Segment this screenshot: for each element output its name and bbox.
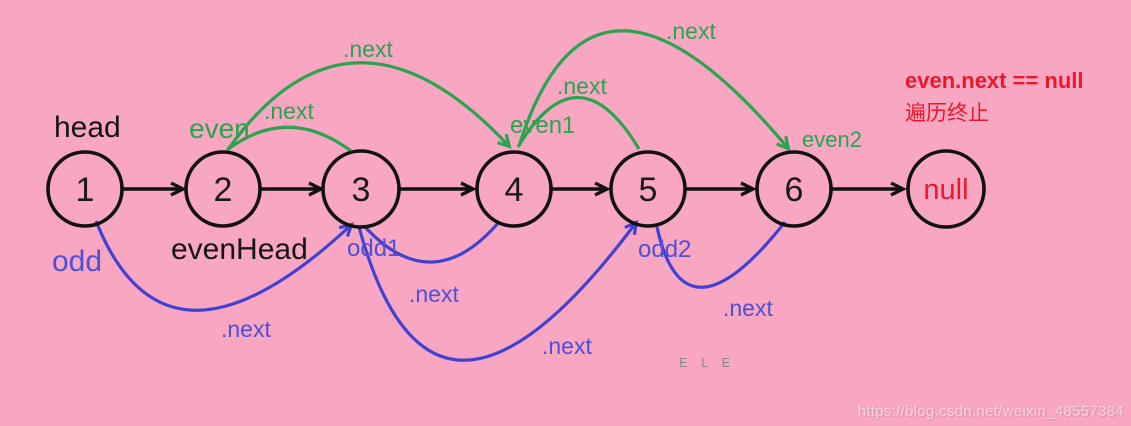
next-label-even-4-6: .next bbox=[666, 18, 716, 44]
odd-arc-3-4 bbox=[364, 220, 501, 264]
node-value-1: 1 bbox=[76, 171, 95, 209]
next-label-even-4-5: .next bbox=[557, 73, 607, 99]
node-value-5: 5 bbox=[639, 171, 658, 209]
odd-arc-3-5 bbox=[357, 219, 639, 362]
termination-note-text: 遍历终止 bbox=[905, 102, 989, 125]
node-circle-3 bbox=[321, 149, 401, 229]
next-label-even-2-4: .next bbox=[343, 36, 393, 62]
node-value-4: 4 bbox=[505, 171, 524, 209]
termination-condition-text: even.next == null bbox=[905, 68, 1084, 93]
even-arc-4-6 bbox=[517, 29, 791, 152]
ele-logo-text: E L E bbox=[679, 355, 736, 370]
node-circle-5 bbox=[609, 150, 687, 228]
node-value-2: 2 bbox=[214, 171, 233, 209]
odd-pointer-label: odd bbox=[52, 245, 103, 278]
node-circle-6 bbox=[755, 150, 833, 228]
node-value-3: 3 bbox=[352, 171, 371, 209]
even1-pointer-label: even1 bbox=[510, 112, 576, 139]
odd2-pointer-label: odd2 bbox=[638, 236, 692, 263]
even-pointer-label: even bbox=[189, 113, 250, 144]
list-nodes bbox=[46, 149, 986, 229]
odd1-pointer-label: odd1 bbox=[347, 235, 401, 262]
even-next-arcs bbox=[226, 29, 791, 153]
next-label-odd-3-5: .next bbox=[542, 333, 592, 359]
even2-pointer-label: even2 bbox=[802, 127, 862, 152]
even-arc-2-4 bbox=[227, 61, 512, 149]
csdn-watermark: https://blog.csdn.net/weixin_48557384 bbox=[857, 403, 1124, 420]
head-pointer-label: head bbox=[54, 111, 121, 144]
even-arc-4-5 bbox=[516, 96, 641, 150]
next-label-even-2-3: .next bbox=[264, 98, 314, 124]
next-label-odd-3-4: .next bbox=[409, 281, 459, 307]
node-value-null: null bbox=[923, 174, 968, 206]
node-value-6: 6 bbox=[785, 171, 804, 209]
evenhead-pointer-label: evenHead bbox=[171, 233, 308, 266]
next-label-odd-5-6: .next bbox=[723, 295, 773, 321]
node-circle-4 bbox=[475, 150, 553, 228]
node-values: 1 2 3 4 5 6 null bbox=[76, 171, 969, 209]
odd-next-arcs bbox=[94, 219, 787, 362]
node-circle-1 bbox=[46, 150, 124, 228]
odd-arc-1-3 bbox=[94, 220, 354, 312]
node-circle-2 bbox=[184, 150, 262, 228]
node-circle-null bbox=[906, 149, 986, 229]
next-label-odd-1-3: .next bbox=[221, 316, 271, 342]
even-arc-2-3 bbox=[226, 125, 352, 153]
odd-arc-5-6 bbox=[655, 221, 787, 289]
